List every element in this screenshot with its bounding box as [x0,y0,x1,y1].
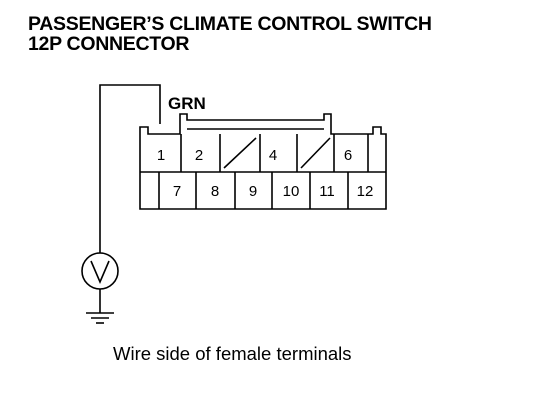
pin-label: 11 [319,183,335,200]
bottom-row-dividers [158,172,349,209]
pin-label: 2 [195,147,203,164]
diagram-title: PASSENGER’S CLIMATE CONTROL SWITCH 12P C… [28,14,432,54]
pin-label: 10 [283,183,300,200]
ground-icon [86,312,114,324]
pin-label: 1 [157,147,165,164]
empty-cavity-3 [223,137,257,169]
pin-label: 9 [249,183,257,200]
top-row-dividers [180,134,369,172]
pin-label: 7 [173,183,181,200]
empty-cavity-5 [300,137,331,169]
pin-label: 12 [357,183,374,200]
pin-label: 4 [269,147,277,164]
pin-label: 8 [211,183,219,200]
view-caption: Wire side of female terminals [113,343,352,364]
top-row-pins: 1 2 4 6 [157,147,352,164]
pin-label: 6 [344,147,352,164]
connector-housing [139,113,387,210]
probe-wire [99,84,161,253]
title-line-2: 12P CONNECTOR [28,33,190,55]
title-line-1: PASSENGER’S CLIMATE CONTROL SWITCH [28,13,432,35]
voltmeter-icon [81,252,119,290]
bottom-row-pins: 7 8 9 10 11 12 [173,183,374,200]
wire-color-label: GRN [168,94,206,113]
